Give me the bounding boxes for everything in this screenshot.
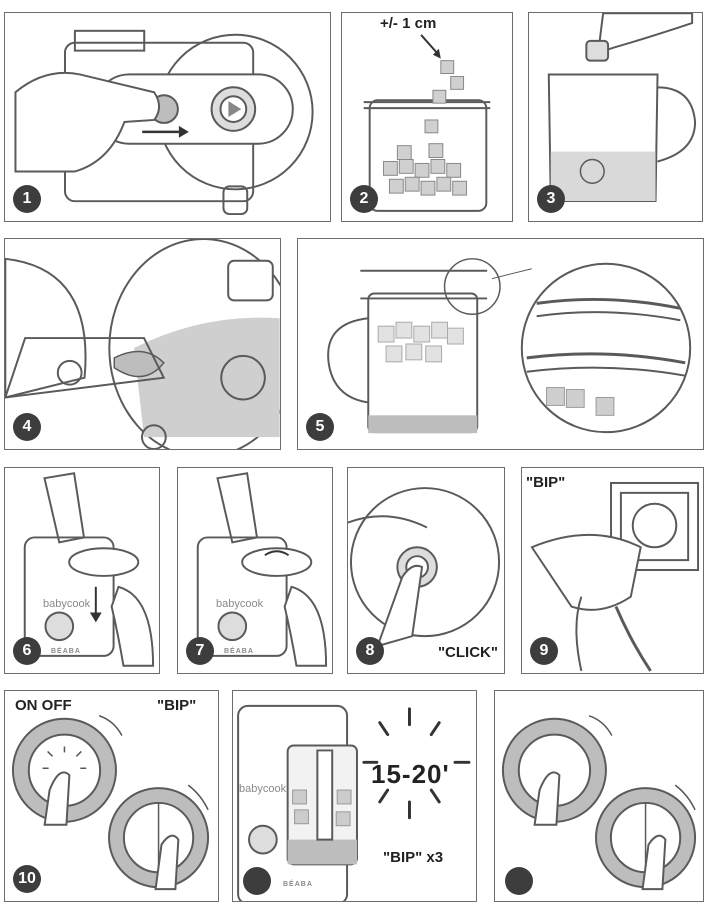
maker-label: BÉABA — [224, 648, 254, 655]
cube-size-caption: +/- 1 cm — [380, 15, 437, 32]
lock-lid-illustration — [196, 472, 328, 667]
insert-basket-illustration — [327, 258, 692, 434]
rotate-arrow-icon — [264, 550, 290, 557]
brand-label: babycook — [43, 598, 91, 610]
steaming-timer-illustration — [237, 704, 471, 901]
step-badge-10: 10 — [13, 865, 41, 893]
hand-icon — [641, 834, 667, 891]
close-lid-illustration — [23, 472, 155, 667]
play-button-icon — [228, 101, 242, 117]
maker-label: BÉABA — [283, 881, 313, 888]
brand-label: babycook — [239, 783, 287, 795]
step-badge-6: 6 — [13, 637, 41, 665]
brand-label: babycook — [216, 598, 264, 610]
panel-step-12 — [494, 690, 704, 902]
panel-step-8: "CLICK" 8 — [347, 467, 505, 674]
unlock-lid-illustration — [14, 29, 314, 216]
panel-step-9: "BIP" 9 — [521, 467, 704, 674]
panel-step-2: +/- 1 cm 2 — [341, 12, 513, 222]
hand-icon — [530, 534, 642, 611]
rotate-arrow-icon — [187, 784, 209, 811]
step-badge-5: 5 — [306, 413, 334, 441]
hand-icon — [110, 585, 155, 667]
pour-water-illustration — [5, 239, 280, 449]
panel-step-5: 5 — [297, 238, 704, 450]
plug-in-illustration — [530, 481, 700, 672]
hand-icon — [283, 585, 328, 667]
panel-step-7: babycook BÉABA 7 — [177, 467, 333, 674]
step-badge-1: 1 — [13, 185, 41, 213]
step-badge-2: 2 — [350, 185, 378, 213]
maker-label: BÉABA — [51, 648, 81, 655]
panel-step-10: ON OFF "BIP" 10 — [4, 690, 219, 902]
panel-step-1: 1 — [4, 12, 331, 222]
bip-caption-10: "BIP" — [157, 697, 197, 714]
panel-step-11: 15-20' "BIP" x3 babycook BÉABA — [232, 690, 477, 902]
fill-water-illustration — [547, 13, 697, 203]
panel-step-3: 3 — [528, 12, 703, 222]
rotate-arrow-icon — [588, 715, 613, 736]
hand-icon — [154, 834, 180, 891]
on-off-dial-illustration — [11, 715, 210, 891]
on-off-caption: ON OFF — [15, 697, 72, 714]
press-button-illustration — [348, 487, 501, 648]
step-badge-3: 3 — [537, 185, 565, 213]
hand-icon — [376, 564, 424, 648]
rotate-arrow-icon — [674, 784, 696, 811]
bip-caption: "BIP" — [526, 474, 566, 491]
step-badge-9: 9 — [530, 637, 558, 665]
hand-icon — [43, 771, 71, 826]
step-badge-4: 4 — [13, 413, 41, 441]
step-badge-8: 8 — [356, 637, 384, 665]
step-badge-7: 7 — [186, 637, 214, 665]
rotate-arrow-icon — [98, 715, 123, 736]
click-caption: "CLICK" — [437, 644, 498, 661]
basket-cubes-illustration — [363, 34, 491, 212]
timer-caption: 15-20' — [371, 759, 450, 789]
timer-rays — [362, 707, 471, 820]
turn-off-dial-illustration — [501, 715, 697, 891]
hand-icon — [533, 771, 561, 826]
hand-icon — [14, 71, 161, 173]
step-badge-12 — [505, 867, 533, 895]
bip-x3-caption: "BIP" x3 — [383, 849, 444, 866]
panel-step-6: babycook BÉABA 6 — [4, 467, 160, 674]
arrow-icon — [420, 34, 438, 54]
panel-step-4: 4 — [4, 238, 281, 450]
step-badge-11 — [243, 867, 271, 895]
